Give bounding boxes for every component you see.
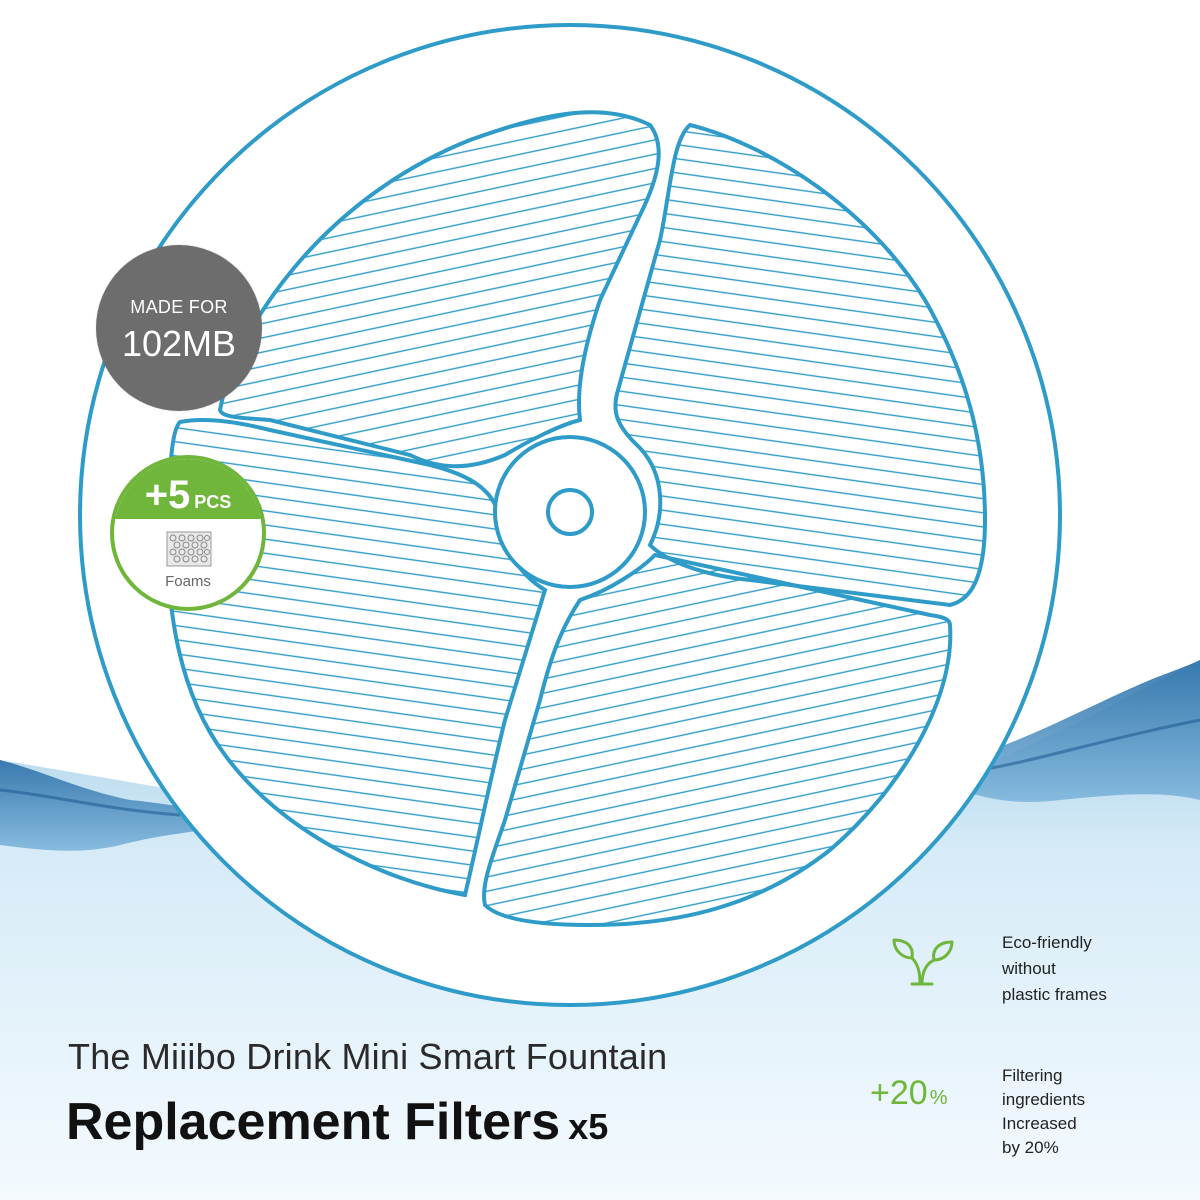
product-subtitle: The Miiibo Drink Mini Smart Fountain [68, 1036, 668, 1077]
eco-text: Eco-friendly without plastic frames [1002, 930, 1107, 1008]
filtering-line-3: Increased [1002, 1114, 1077, 1133]
filter-segment-bottom-right [482, 552, 953, 928]
product-quantity: x5 [568, 1106, 609, 1147]
filtering-percent: +20% [870, 1074, 947, 1113]
filter-hub-hole [546, 488, 594, 536]
filtering-text: Filtering ingredients Increased by 20% [1002, 1064, 1085, 1160]
foams-label: Foams [165, 573, 211, 590]
filter-segment-top-left [217, 110, 661, 469]
foam-icon [166, 531, 212, 567]
feature-filtering: +20% Filtering ingredients Increased by … [870, 1064, 1170, 1174]
eco-line-2: without [1002, 959, 1056, 978]
pcs-count: +5 [144, 473, 191, 517]
pcs-unit: PCS [194, 492, 232, 512]
wave-right [960, 660, 1200, 802]
product-title-main: Replacement Filters [66, 1093, 561, 1151]
filtering-line-1: Filtering [1002, 1066, 1063, 1085]
leaf-icon [892, 938, 954, 986]
made-for-badge: MADE FOR 102MB [96, 245, 262, 411]
pcs-badge-header: +5 PCS [114, 459, 262, 519]
filtering-line-4: by 20% [1002, 1138, 1059, 1157]
eco-line-1: Eco-friendly [1002, 933, 1092, 952]
filtering-line-2: ingredients [1002, 1090, 1086, 1109]
feature-eco-friendly: Eco-friendly without plastic frames [890, 930, 1170, 1020]
model-label: 102MB [121, 323, 237, 364]
pcs-badge: +5 PCS Foams [110, 455, 266, 611]
filtering-percent-sign: % [929, 1087, 948, 1109]
filtering-percent-value: +20 [870, 1074, 928, 1112]
eco-line-3: plastic frames [1002, 985, 1107, 1004]
made-for-label: MADE FOR [130, 297, 228, 317]
